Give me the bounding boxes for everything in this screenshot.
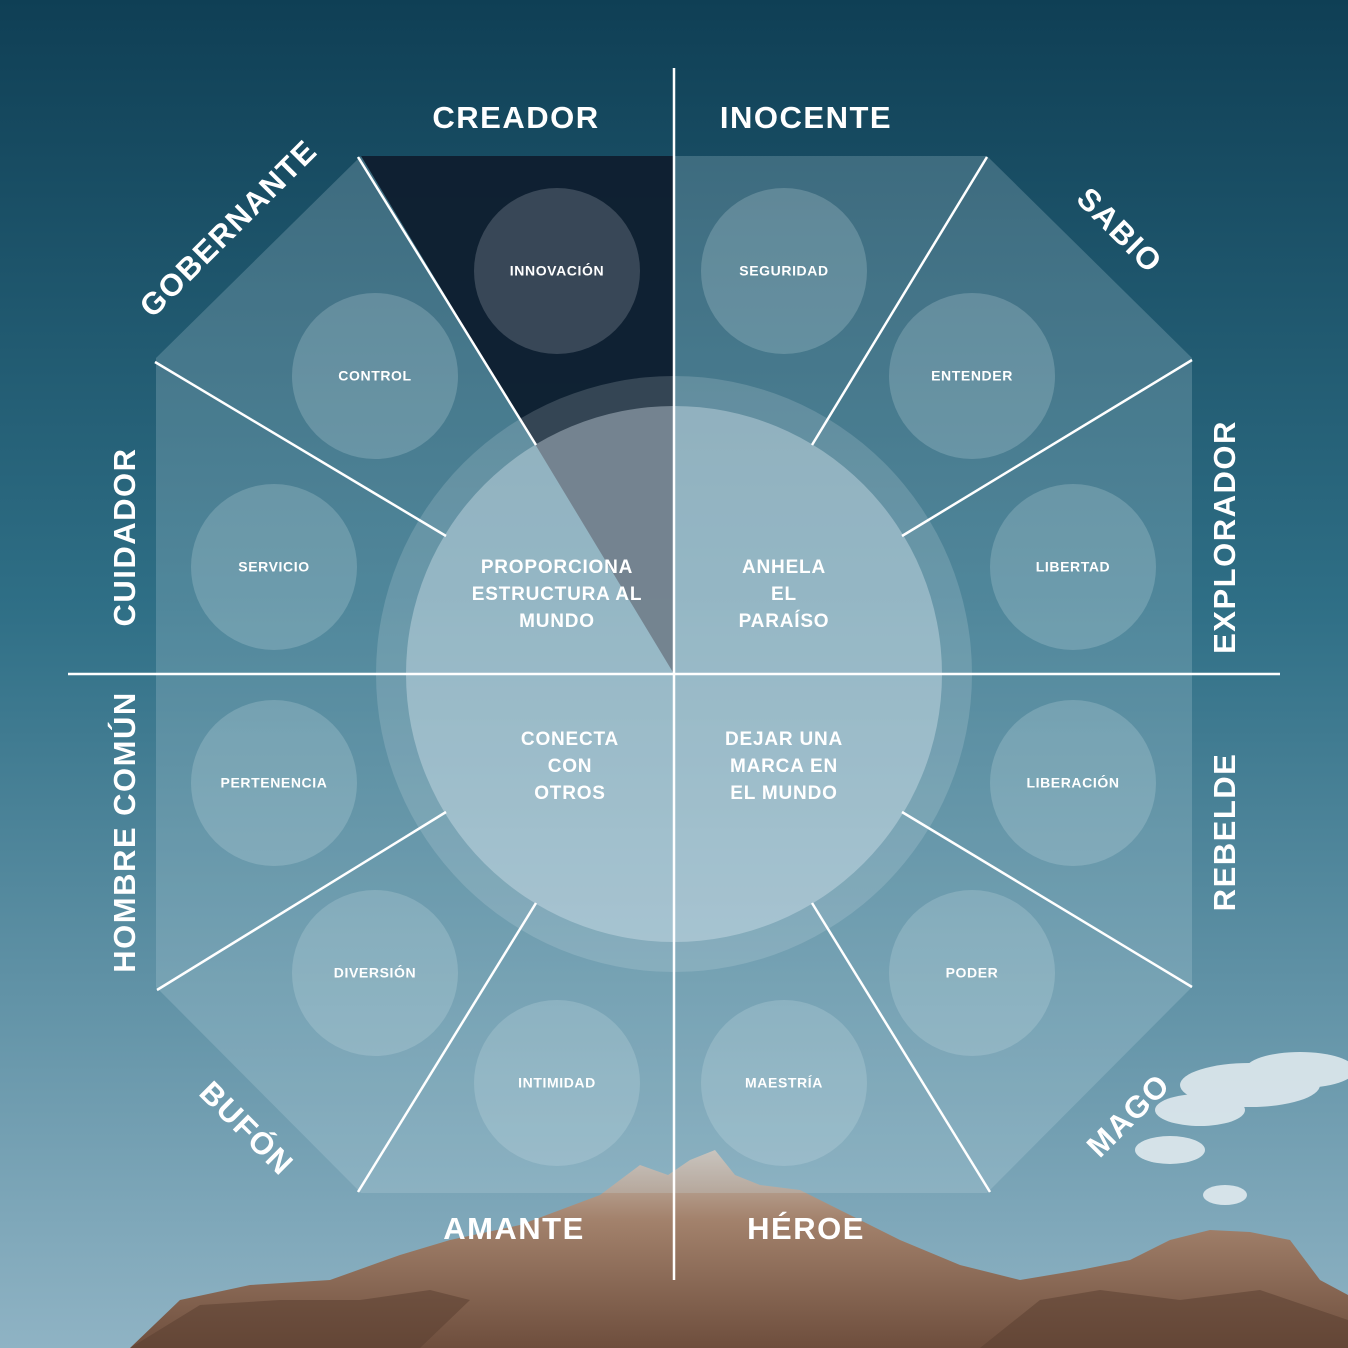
value-label-entender: ENTENDER [931,368,1013,384]
quadrant-bottom-left-line-3: OTROS [534,783,606,804]
value-circle-poder [889,890,1055,1056]
quadrant-top-right-line-2: EL [771,584,797,605]
divider-lines [68,68,1280,1280]
value-circle-seguridad [701,188,867,354]
value-circle-innovacion [474,188,640,354]
archetype-rebelde: REBELDE [1207,753,1242,912]
archetype-amante: AMANTE [443,1211,585,1246]
archetype-heroe: HÉROE [747,1211,865,1246]
quadrant-top-left-line-2: ESTRUCTURA AL [472,584,642,605]
clouds [1135,1052,1348,1205]
archetype-creador: CREADOR [432,100,599,135]
quadrant-bottom-left-line-1: CONECTA [521,729,619,750]
value-circle-entender [889,293,1055,459]
value-label-liberacion: LIBERACIÓN [1026,774,1119,791]
quadrant-top-left-line-1: PROPORCIONA [481,557,633,578]
value-circle-pertenencia [191,700,357,866]
value-label-pertenencia: PERTENENCIA [221,775,328,791]
archetype-explorador: EXPLORADOR [1207,420,1242,654]
archetype-cuidador: CUIDADOR [107,447,142,626]
quadrant-bottom-right-line-2: MARCA EN [730,756,838,777]
value-circle-control [292,293,458,459]
value-label-innovacion: INNOVACIÓN [510,262,604,279]
quadrant-top-left-line-3: MUNDO [519,611,595,632]
quadrant-top-right-line-3: PARAÍSO [739,610,830,632]
value-circle-maestria [701,1000,867,1166]
archetype-hombre-comun: HOMBRE COMÚN [106,691,142,973]
value-label-seguridad: SEGURIDAD [739,263,828,279]
value-circle-intimidad [474,1000,640,1166]
value-label-intimidad: INTIMIDAD [518,1075,596,1091]
quadrant-bottom-right-line-3: EL MUNDO [730,783,837,804]
value-label-poder: PODER [946,965,999,981]
mountain-shadow [130,1290,1348,1348]
value-circle-liberacion [990,700,1156,866]
value-circle-libertad [990,484,1156,650]
value-circle-diversion [292,890,458,1056]
value-label-maestria: MAESTRÍA [745,1075,823,1091]
value-circle-servicio [191,484,357,650]
quadrant-bottom-left-line-2: CON [548,756,593,777]
value-circles [191,188,1156,1166]
archetype-inocente: INOCENTE [720,100,892,135]
value-label-libertad: LIBERTAD [1036,559,1111,575]
quadrant-bottom-right-line-1: DEJAR UNA [725,729,843,750]
value-label-servicio: SERVICIO [238,559,309,575]
value-label-diversion: DIVERSIÓN [334,964,416,981]
value-label-control: CONTROL [338,368,411,384]
quadrant-top-right-line-1: ANHELA [742,557,826,578]
